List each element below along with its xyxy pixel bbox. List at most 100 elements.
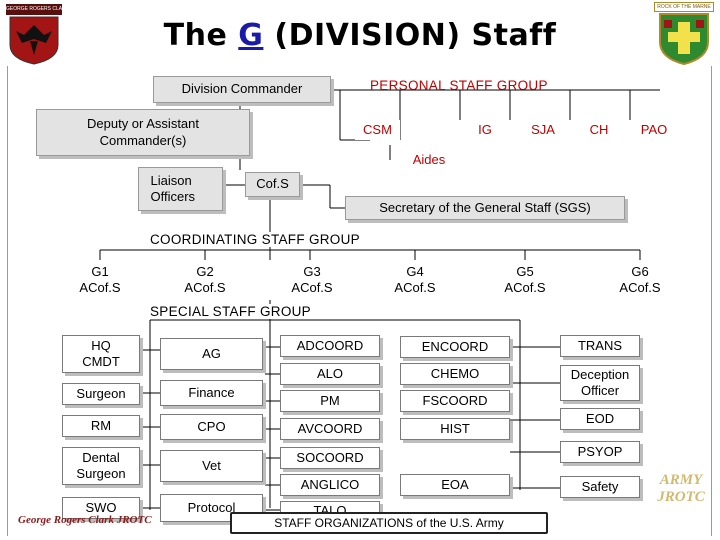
special-anglico: ANGLICO: [280, 474, 380, 496]
special-staff-label: SPECIAL STAFF GROUP: [148, 304, 313, 319]
special-swo: SWO: [62, 497, 140, 519]
special-hist-label: HIST: [440, 420, 470, 436]
cross-shield-icon: [659, 13, 709, 66]
liaison-officers-label: Liaison Officers: [150, 172, 196, 204]
personal-staff-sja: SJA: [522, 120, 564, 140]
personal-staff-pao: PAO: [634, 120, 674, 140]
special-cpo: CPO: [160, 414, 263, 440]
special-dental-surgeon: Dental Surgeon: [62, 447, 140, 485]
special-adcoord-label: ADCOORD: [296, 337, 364, 353]
sgs-label: Secretary of the General Staff (SGS): [379, 199, 591, 215]
chart-frame: [7, 66, 712, 536]
personal-staff-label: PERSONAL STAFF GROUP: [370, 78, 548, 93]
deputy-commander-label: Deputy or Assistant Commander(s): [87, 116, 199, 148]
division-commander-label: Division Commander: [181, 81, 303, 97]
special-eod-label: EOD: [585, 410, 615, 426]
special-chemo: CHEMO: [400, 363, 510, 385]
coord-g4: G4 ACof.S: [377, 260, 453, 300]
chief-of-staff-label: Cof.S: [256, 176, 289, 192]
special-psyop-label: PSYOP: [577, 443, 623, 459]
personal-staff-csm: CSM: [355, 120, 400, 140]
special-socoord-label: SOCOORD: [296, 449, 364, 465]
special-avcoord: AVCOORD: [280, 418, 380, 440]
special-eoa: EOA: [400, 474, 510, 496]
special-encoord-label: ENCOORD: [421, 338, 489, 354]
logo-right: ROCK OF THE MARNE: [654, 2, 714, 66]
footer-caption-text: STAFF ORGANIZATIONS of the U.S. Army: [274, 515, 504, 530]
special-deception-officer: Deception Officer: [560, 365, 640, 401]
coord-g4-title: ACof.S: [394, 280, 436, 295]
special-eod: EOD: [560, 408, 640, 430]
special-socoord: SOCOORD: [280, 447, 380, 469]
coord-g6-label: G6: [631, 263, 649, 279]
eagle-shield-icon: [9, 16, 59, 65]
special-alo: ALO: [280, 363, 380, 385]
special-trans: TRANS: [560, 335, 640, 357]
sgs-box: Secretary of the General Staff (SGS): [345, 196, 625, 220]
coord-g2: G2 ACof.S: [167, 260, 243, 300]
division-commander-box: Division Commander: [153, 76, 331, 103]
deputy-commander-box: Deputy or Assistant Commander(s): [36, 109, 250, 156]
special-fscoord-label: FSCOORD: [422, 392, 488, 408]
coord-g6-title: ACof.S: [619, 280, 661, 295]
logo-right-banner: ROCK OF THE MARNE: [654, 2, 714, 12]
coord-g5-title: ACof.S: [504, 280, 546, 295]
title-prefix: The: [163, 18, 228, 53]
personal-staff-ig: IG: [470, 120, 500, 140]
jrotc-watermark: ARMY JROTC: [657, 472, 705, 505]
logo-left-banner: GEORGE ROGERS CLARK: [6, 4, 62, 15]
special-deception-officer-label: Deception Officer: [570, 366, 630, 398]
special-hq-cmdt: HQ CMDT: [62, 335, 140, 373]
special-anglico-label: ANGLICO: [300, 476, 360, 492]
coord-g5-label: G5: [516, 263, 534, 279]
special-protocol-label: Protocol: [187, 499, 236, 515]
special-ag-label: AG: [202, 345, 221, 361]
special-safety: Safety: [560, 476, 640, 498]
coord-g3-title: ACof.S: [291, 280, 333, 295]
personal-staff-aides: Aides: [402, 150, 456, 170]
chief-of-staff-box: Cof.S: [245, 172, 300, 197]
coord-g4-label: G4: [406, 263, 424, 279]
coordinating-staff-label: COORDINATING STAFF GROUP: [148, 232, 362, 247]
coord-g2-title: ACof.S: [184, 280, 226, 295]
special-hist: HIST: [400, 418, 510, 440]
footer-caption: STAFF ORGANIZATIONS of the U.S. Army: [230, 512, 548, 534]
liaison-officers-box: Liaison Officers: [138, 167, 223, 211]
special-encoord: ENCOORD: [400, 336, 510, 358]
coord-g1-label: G1: [91, 263, 109, 279]
special-pm-label: PM: [320, 392, 340, 408]
special-adcoord: ADCOORD: [280, 335, 380, 357]
special-hq-cmdt-label: HQ CMDT: [82, 337, 120, 369]
special-finance-label: Finance: [188, 384, 235, 400]
special-vet-label: Vet: [202, 457, 221, 473]
special-eoa-label: EOA: [441, 476, 469, 492]
special-chemo-label: CHEMO: [430, 365, 480, 381]
coord-g1-title: ACof.S: [79, 280, 121, 295]
coord-g6: G6 ACof.S: [600, 260, 680, 300]
coord-g3: G3 ACof.S: [272, 260, 352, 300]
special-cpo-label: CPO: [197, 418, 226, 434]
special-rm: RM: [62, 415, 140, 437]
special-dental-surgeon-label: Dental Surgeon: [76, 449, 126, 481]
footer-school-name: George Rogers Clark JROTC: [18, 514, 152, 526]
special-surgeon: Surgeon: [62, 383, 140, 405]
special-ag: AG: [160, 338, 263, 370]
title-g-link[interactable]: G: [238, 18, 264, 53]
special-vet: Vet: [160, 450, 263, 482]
title-suffix: (DIVISION) Staff: [274, 18, 557, 53]
special-alo-label: ALO: [316, 365, 343, 381]
special-finance: Finance: [160, 380, 263, 406]
coord-g1: G1 ACof.S: [62, 260, 138, 300]
coord-g3-label: G3: [303, 263, 321, 279]
special-fscoord: FSCOORD: [400, 390, 510, 412]
special-psyop: PSYOP: [560, 441, 640, 463]
special-rm-label: RM: [90, 417, 112, 433]
coord-g5: G5 ACof.S: [487, 260, 563, 300]
personal-staff-ch: CH: [582, 120, 616, 140]
special-pm: PM: [280, 390, 380, 412]
special-avcoord-label: AVCOORD: [297, 420, 363, 436]
special-swo-label: SWO: [85, 499, 117, 515]
coord-g2-label: G2: [196, 263, 214, 279]
logo-left: GEORGE ROGERS CLARK: [6, 4, 62, 65]
